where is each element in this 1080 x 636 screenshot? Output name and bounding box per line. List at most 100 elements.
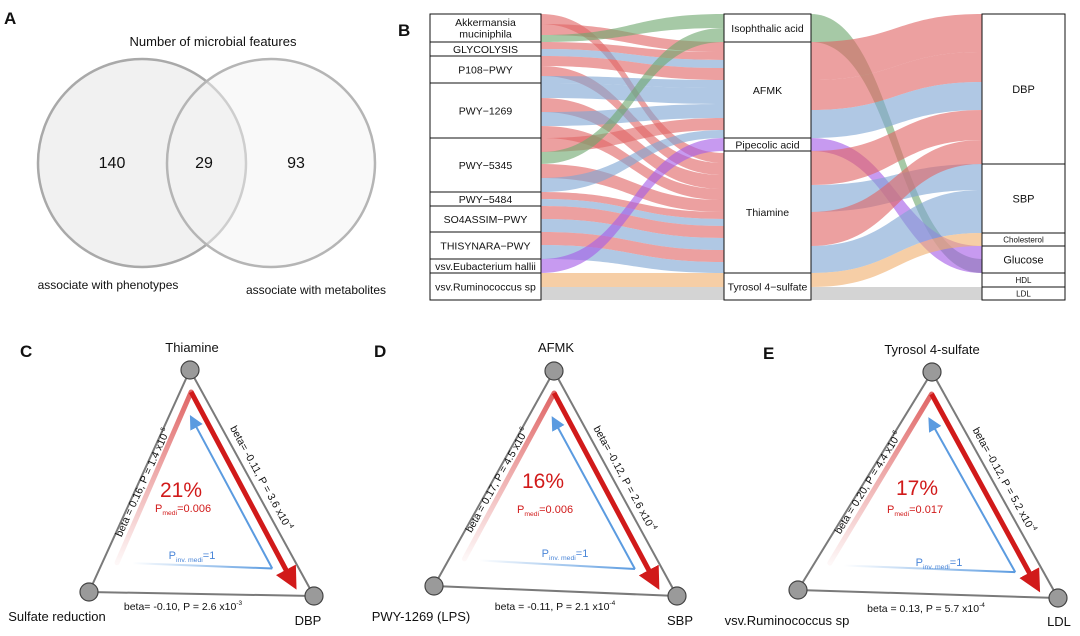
middle-label-isophthalic-acid: Isophthalic acid (731, 23, 804, 35)
left-node-pwy-1269 (429, 82, 542, 139)
panel-letter-d: D (374, 342, 386, 361)
label-top: Tyrosol 4-sulfate (884, 342, 979, 357)
middle-node-thiamine (723, 150, 812, 274)
sankey-link-mr-5 (811, 110, 982, 185)
sankey-links (541, 14, 982, 300)
venn-circle-metabolites (165, 57, 377, 269)
edge-bottom (433, 585, 678, 597)
edge-right (931, 371, 1059, 599)
left-label-vsv-ruminococcus-sp: vsv.Ruminococcus sp (435, 281, 536, 293)
sankey-link-mr-3 (811, 82, 982, 138)
right-label-sbp: SBP (1012, 193, 1034, 205)
left-label-pwy-5484: PWY−5484 (459, 194, 513, 206)
sankey-link-lm-5 (541, 56, 724, 80)
p-inv-medi: Pinv. medi=1 (916, 557, 963, 571)
p-inv-medi: Pinv. medi=1 (542, 548, 589, 562)
sankey-link-mr-7 (811, 140, 982, 246)
middle-label-pipecolic-acid: Pipecolic acid (735, 139, 799, 151)
mediation-path-left (461, 390, 557, 562)
mediation-percent: 16% (522, 470, 564, 493)
panel-letter-b: B (398, 21, 410, 40)
edge-right (553, 370, 678, 597)
mediation-arrow-red (929, 392, 1041, 593)
panel-letter-e: E (763, 344, 774, 363)
middle-node-afmk (723, 41, 812, 139)
node-left (79, 582, 99, 602)
label-top: Thiamine (165, 340, 218, 355)
edge-left (433, 370, 555, 587)
beta-bottom-edge: beta = -0.11, P = 2.1 x10-4 (495, 600, 616, 613)
venn-title: Number of microbial features (130, 34, 297, 49)
node-right (667, 586, 687, 606)
triangle-panel-tyrosol-4-sulfate: Tyrosol 4-sulfate vsv.Ruminococcus sp LDL b… (725, 342, 1071, 629)
sankey-link-lm-13 (541, 28, 724, 164)
node-right (1048, 588, 1068, 608)
sankey-link-lm-22 (541, 138, 724, 273)
venn-right-count: 93 (287, 155, 305, 172)
left-label-pwy-1269: PWY−1269 (459, 105, 513, 117)
venn-overlap-count: 29 (195, 155, 213, 172)
beta-bottom-edge: beta = 0.13, P = 5.7 x10-4 (867, 602, 985, 615)
p-medi: Pmedi=0.006 (155, 503, 211, 517)
node-top (922, 362, 942, 382)
label-top: AFMK (538, 340, 574, 355)
sankey-link-lm-4 (541, 49, 724, 68)
sankey-link-lm-7 (541, 76, 724, 88)
node-right (304, 586, 324, 606)
panel-letter-c: C (20, 342, 32, 361)
left-node-so4assim-pwy (429, 205, 542, 233)
beta-bottom-edge: beta= -0.10, P = 2.6 x10-3 (124, 600, 243, 613)
p-medi: Pmedi=0.006 (517, 504, 573, 518)
sankey-link-lm-10 (541, 104, 724, 126)
sankey-link-grey-left (541, 287, 724, 300)
middle-node-isophthalic-acid (723, 13, 812, 43)
middle-label-tyrosol-4-sulfate: Tyrosol 4−sulfate (728, 281, 808, 293)
label-right: SBP (667, 613, 693, 628)
left-node-akkermansia-muciniphila (429, 13, 542, 43)
left-node-p108-pwy (429, 55, 542, 84)
edge-right (189, 369, 315, 597)
left-label-thisynara-pwy: THISYNARA−PWY (440, 240, 530, 252)
sankey-link-mr-2 (811, 52, 982, 110)
edge-left (88, 369, 191, 593)
right-node-dbp (981, 13, 1066, 165)
sankey-nodes: AkkermansiamuciniphilaGLYCOLYSISP108−PWY… (429, 13, 1066, 301)
right-label-cholesterol: Cholesterol (1003, 235, 1044, 244)
node-left (788, 580, 808, 600)
sankey-link-lm-15 (541, 130, 724, 192)
label-left: Sulfate reduction (8, 609, 106, 624)
sankey-link-lm-20 (541, 232, 724, 262)
right-node-glucose (981, 245, 1066, 274)
mediation-arrow-red (188, 390, 297, 590)
sankey-link-lm-9 (541, 98, 724, 189)
edge-bottom (88, 591, 315, 597)
left-node-pwy-5345 (429, 137, 542, 193)
mediation-arrow-red (551, 391, 660, 590)
venn-right-label: associate with metabolites (246, 283, 386, 297)
right-label-glucose: Glucose (1003, 254, 1043, 266)
sankey-link-grey-right (811, 287, 982, 300)
sankey-link-lm-17 (541, 199, 724, 226)
label-left: vsv.Ruminococcus sp (725, 613, 850, 628)
mediation-percent: 17% (896, 477, 938, 500)
venn-left-label: associate with phenotypes (38, 278, 179, 292)
left-label-vsv-eubacterium-hallii: vsv.Eubacterium hallii (435, 261, 536, 273)
p-medi: Pmedi=0.017 (887, 504, 943, 518)
right-label-hdl: HDL (1015, 276, 1032, 285)
right-node-sbp (981, 163, 1066, 234)
right-node-ldl (981, 286, 1066, 301)
mediation-percent: 21% (160, 479, 202, 502)
mediation-path-left (827, 391, 935, 566)
sankey-link-mr-1 (811, 14, 982, 80)
inverse-arrow-blue (189, 414, 274, 569)
label-right: LDL (1047, 614, 1071, 629)
left-label-p108-pwy: P108−PWY (458, 64, 513, 76)
sankey-link-orange-right (811, 233, 982, 287)
label-right: DBP (295, 613, 322, 628)
left-label-so4assim-pwy: SO4ASSIM−PWY (444, 214, 528, 226)
right-label-dbp: DBP (1012, 84, 1035, 96)
left-label-glycolysis: GLYCOLYSIS (453, 44, 518, 56)
